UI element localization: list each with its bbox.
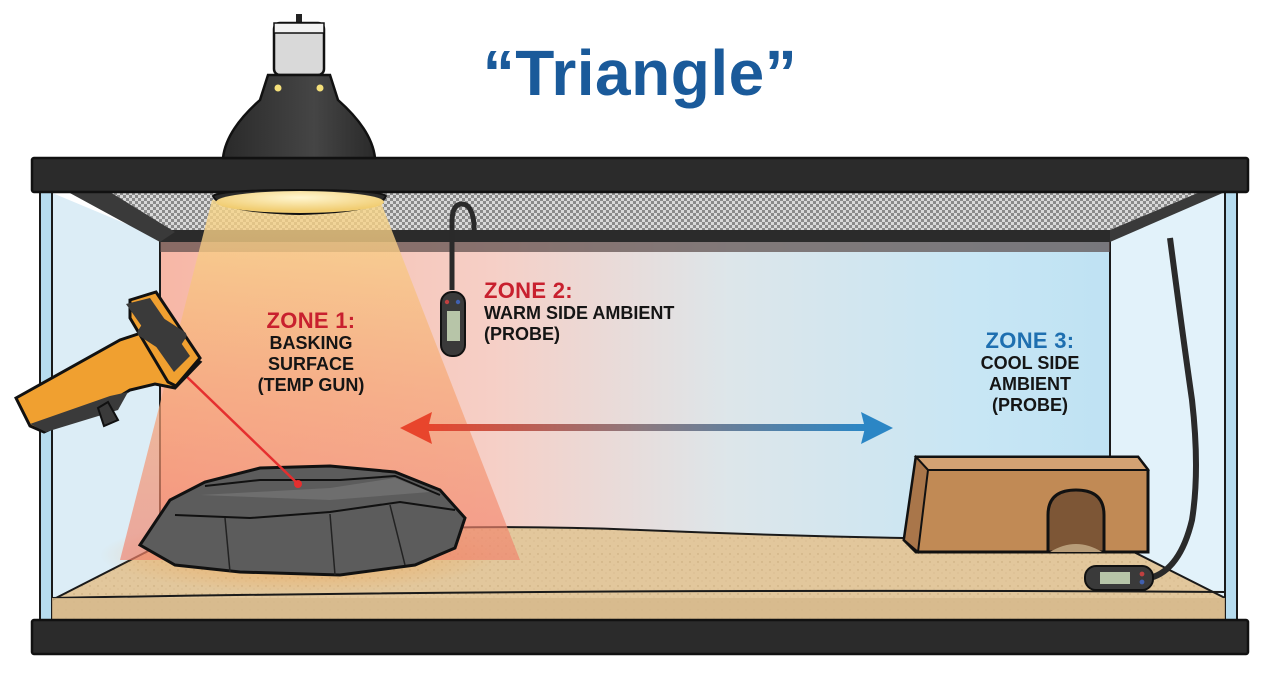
zone-2-line-1: WARM SIDE AMBIENT <box>484 303 675 324</box>
temperature-gradient-arrow <box>400 412 893 444</box>
zone-3-heading: ZONE 3: <box>985 328 1075 353</box>
temp-gun <box>14 290 203 434</box>
tank-lid-frame <box>30 156 1250 194</box>
zone-1-line-1: BASKING <box>269 333 353 354</box>
zone-1-line-2: SURFACE <box>267 353 354 374</box>
warm-side-probe <box>440 201 477 357</box>
zone-1-line-3: (TEMP GUN) <box>257 374 365 395</box>
basking-rock <box>137 464 467 577</box>
zone-2-label: ZONE 2: WARM SIDE AMBIENT (PROBE) <box>484 278 764 345</box>
cool-side-probe <box>1084 237 1199 591</box>
zone-2-line-2: (PROBE) <box>484 323 560 344</box>
zone-1-label: ZONE 1: BASKING SURFACE (TEMP GUN) <box>216 308 406 395</box>
zone-3-label: ZONE 3: COOL SIDE AMBIENT (PROBE) <box>935 328 1125 415</box>
hide <box>902 454 1151 554</box>
heat-lamp <box>211 14 388 216</box>
zone-3-line-3: (PROBE) <box>992 394 1068 415</box>
tank-base-frame <box>30 618 1250 656</box>
zone-3-line-1: COOL SIDE <box>980 353 1080 374</box>
zone-1-heading: ZONE 1: <box>266 308 356 333</box>
zone-2-heading: ZONE 2: <box>484 278 573 303</box>
laser-beam <box>184 374 302 488</box>
diagram-title: “Triangle” <box>482 37 798 109</box>
heat-beam <box>120 200 520 560</box>
zone-3-line-2: AMBIENT <box>989 373 1071 394</box>
